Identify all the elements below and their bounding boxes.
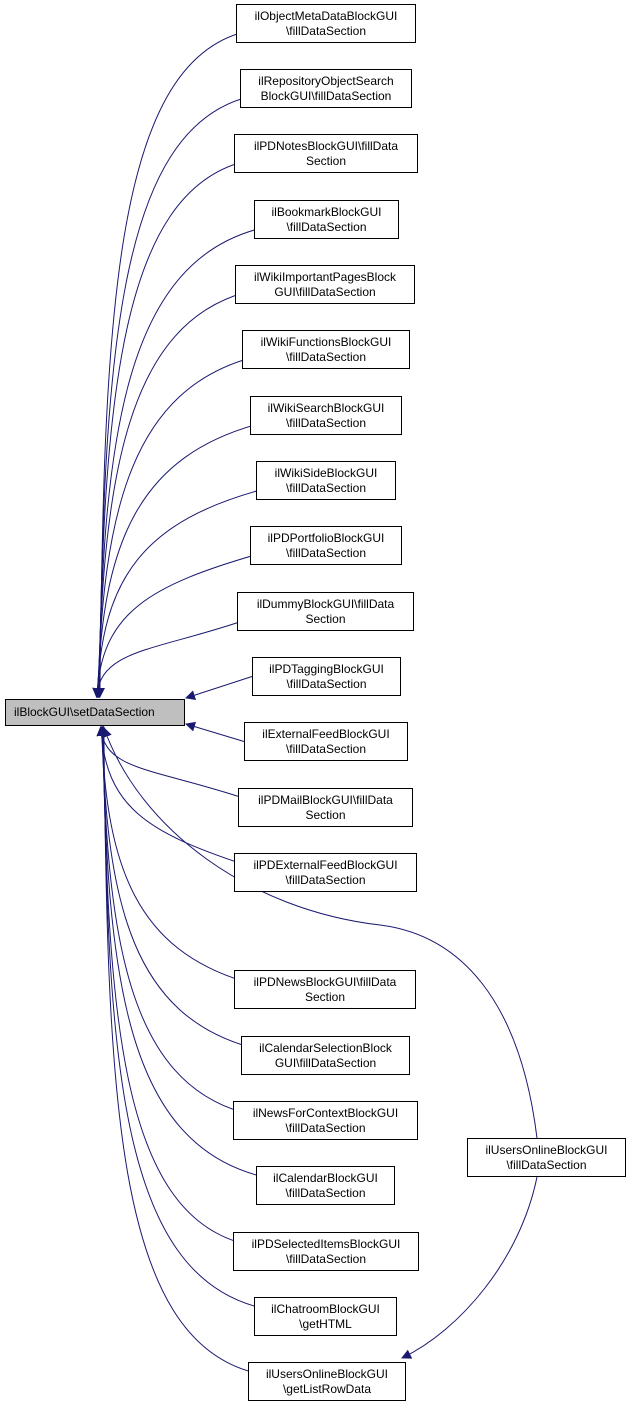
caller-node-ilnewsforcontextblockgui-filldatasection[interactable]: ilNewsForContextBlockGUI\fillDataSection (233, 1101, 418, 1140)
caller-node-ilcalendarblockgui-filldatasection[interactable]: ilCalendarBlockGUI\fillDataSection (256, 1166, 395, 1205)
edge-usersonline-to-root (102, 727, 538, 1139)
edge-ilexternalfeedblockgui-filldatasection (185, 721, 245, 742)
edge-ilpdselecteditemsblockgui-filldatasection (98, 726, 244, 1244)
caller-node-line2: GUI\fillDataSection (274, 284, 376, 299)
caller-node-line2: \getListRowData (282, 1381, 372, 1396)
edge-ilpdmailblockgui-filldata-section (96, 726, 249, 800)
caller-node-line2: \fillDataSection (506, 1157, 587, 1172)
caller-node-line2: \fillDataSection (286, 219, 367, 234)
caller-node-line1: ilCalendarSelectionBlock (259, 1040, 392, 1055)
caller-node-line2: \fillDataSection (285, 545, 367, 560)
caller-node-line1: ilWikiSideBlockGUI (274, 465, 378, 480)
edge-ildummyblockgui-filldata-section (92, 619, 248, 698)
edge-ilwikifunctionsblockgui-filldatasection (93, 357, 253, 698)
caller-node-ilpdselecteditemsblockgui-filldatasection[interactable]: ilPDSelectedItemsBlockGUI\fillDataSectio… (233, 1232, 419, 1271)
edge-ilobjectmetadatablockgui-filldatasection (94, 31, 247, 698)
caller-node-line1: ilChatroomBlockGUI (271, 1301, 380, 1316)
caller-node-line2: Section (305, 153, 347, 168)
caller-node-line1: ilExternalFeedBlockGUI (262, 726, 390, 741)
caller-node-line2: \fillDataSection (285, 349, 367, 364)
caller-node-ilwikisearchblockgui-filldatasection[interactable]: ilWikiSearchBlockGUI\fillDataSection (250, 396, 402, 435)
edge-ilwikisearchblockgui-filldatasection (92, 423, 261, 698)
caller-node-line2: \fillDataSection (285, 1185, 366, 1200)
caller-node-line1: ilPDNewsBlockGUI\fillData (253, 974, 397, 989)
caller-node-line1: ilUsersOnlineBlockGUI (265, 1366, 389, 1381)
caller-node-ilbookmarkblockgui-filldatasection[interactable]: ilBookmarkBlockGUI\fillDataSection (254, 200, 399, 239)
edge-ilwikiimportantpagesblock-gui-filldatasection (93, 292, 246, 698)
caller-node-line1: ilObjectMetaDataBlockGUI (254, 8, 398, 23)
caller-node-line1: ilPDMailBlockGUI\fillData (258, 792, 393, 807)
caller-node-line1: ilPDSelectedItemsBlockGUI (251, 1236, 401, 1251)
edge-ilpdnewsblockgui-filldata-section (96, 726, 245, 982)
caller-node-ilchatroomblockgui-gethtml[interactable]: ilChatroomBlockGUI\getHTML (254, 1297, 397, 1336)
edge-ilpdtaggingblockgui-filldatasection (185, 676, 253, 700)
edge-ilrepositoryobjectsearch-blockgui-filldatasection (94, 96, 251, 698)
caller-node-line1: ilRepositoryObjectSearch (258, 73, 394, 88)
caller-node-ilpdtaggingblockgui-filldatasection[interactable]: ilPDTaggingBlockGUI\fillDataSection (252, 657, 401, 696)
caller-node-line1: ilCalendarBlockGUI (273, 1170, 378, 1185)
caller-node-ilwikisideblockgui-filldatasection[interactable]: ilWikiSideBlockGUI\fillDataSection (256, 461, 396, 500)
edge-ilpdportfolioblockgui-filldatasection (92, 553, 261, 698)
caller-node-line1: ilUsersOnlineBlockGUI (485, 1142, 608, 1157)
caller-node-ilusersonlineblockgui-getlistrowdata[interactable]: ilUsersOnlineBlockGUI\getListRowData (248, 1362, 406, 1401)
caller-node-line2: \fillDataSection (285, 480, 367, 495)
caller-node-line1: ilWikiSearchBlockGUI (267, 400, 385, 415)
root-node-setdatasection[interactable]: ilBlockGUI\setDataSection (5, 699, 185, 726)
edge-ilusersonlineblockgui-getlistrowdata (98, 726, 259, 1374)
caller-node-line2: Section (305, 807, 346, 822)
caller-node-line2: Section (304, 989, 346, 1004)
caller-node-line1: ilPDExternalFeedBlockGUI (253, 857, 398, 872)
edge-ilwikisideblockgui-filldatasection (92, 488, 267, 698)
caller-node-line2: GUI\fillDataSection (274, 1055, 377, 1070)
caller-node-line2: \fillDataSection (285, 23, 367, 38)
caller-node-line2: Section (305, 611, 346, 626)
caller-node-line2: \fillDataSection (286, 676, 367, 691)
caller-node-line2: \fillDataSection (285, 741, 367, 756)
caller-node-ilusersonlineblockgui-filldatasection[interactable]: ilUsersOnlineBlockGUI\fillDataSection (467, 1138, 626, 1177)
caller-node-line1: ilNewsForContextBlockGUI (252, 1105, 399, 1120)
caller-node-line1: ilWikiFunctionsBlockGUI (260, 334, 392, 349)
caller-node-line2: BlockGUI\fillDataSection (260, 88, 392, 103)
caller-node-line2: \fillDataSection (285, 415, 367, 430)
caller-node-ilobjectmetadatablockgui-filldatasection[interactable]: ilObjectMetaDataBlockGUI\fillDataSection (236, 4, 416, 43)
caller-node-ilpdexternalfeedblockgui-filldatasection[interactable]: ilPDExternalFeedBlockGUI\fillDataSection (234, 853, 417, 892)
caller-node-line2: \fillDataSection (285, 872, 366, 887)
caller-node-line2: \getHTML (299, 1316, 352, 1331)
edge-ilbookmarkblockgui-filldatasection (93, 227, 265, 698)
caller-node-line1: ilWikiImportantPagesBlock (253, 269, 397, 284)
edge-usersonline-to-getlistrowdata (401, 1176, 538, 1359)
caller-node-line1: ilPDTaggingBlockGUI (269, 661, 384, 676)
caller-node-line1: ilPDNotesBlockGUI\fillData (253, 138, 399, 153)
caller-node-ilwikifunctionsblockgui-filldatasection[interactable]: ilWikiFunctionsBlockGUI\fillDataSection (242, 330, 410, 369)
edge-ilpdnotesblockgui-filldata-section (94, 161, 245, 698)
edges (92, 31, 538, 1374)
edge-ilpdexternalfeedblockgui-filldatasection (96, 726, 245, 865)
caller-node-ilpdportfolioblockgui-filldatasection[interactable]: ilPDPortfolioBlockGUI\fillDataSection (250, 526, 402, 565)
caller-node-line2: \fillDataSection (285, 1251, 367, 1266)
caller-node-line1: ilBookmarkBlockGUI (271, 204, 382, 219)
caller-node-ilexternalfeedblockgui-filldatasection[interactable]: ilExternalFeedBlockGUI\fillDataSection (244, 722, 408, 761)
caller-node-line1: ilDummyBlockGUI\fillData (256, 596, 395, 611)
caller-node-line2: \fillDataSection (285, 1120, 366, 1135)
root-node-label: ilBlockGUI\setDataSection (14, 705, 155, 719)
caller-node-line1: ilPDPortfolioBlockGUI (267, 530, 385, 545)
